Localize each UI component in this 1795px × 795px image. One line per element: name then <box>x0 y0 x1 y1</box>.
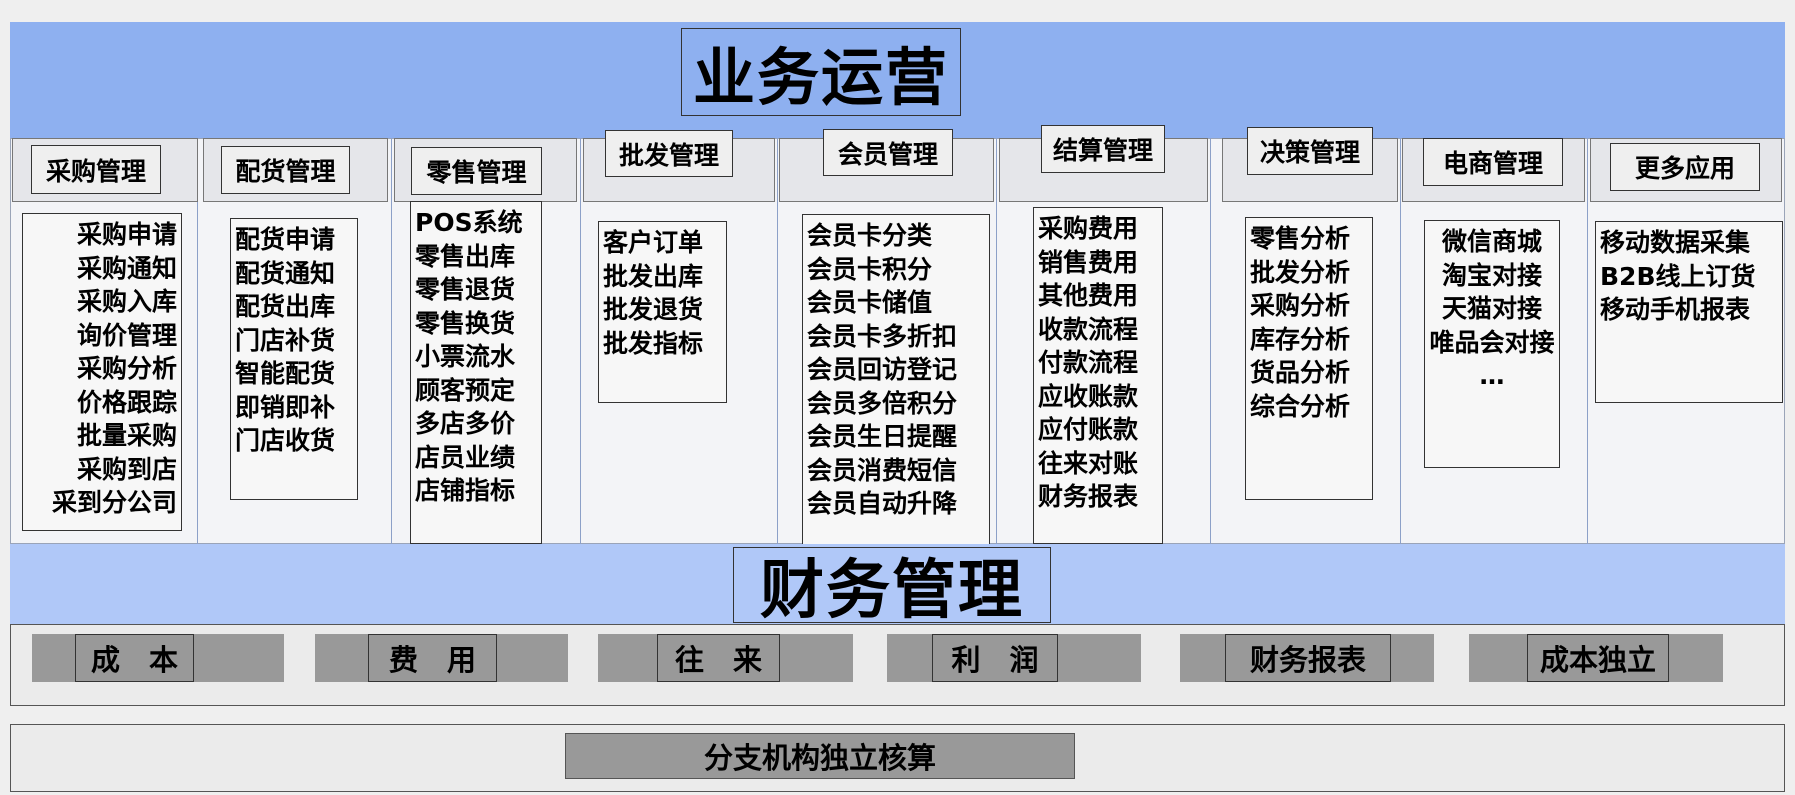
feature-item: 批量采购 <box>76 421 177 450</box>
column-divider <box>1400 138 1401 544</box>
feature-item: 采购到店 <box>76 454 177 484</box>
feature-item: 采购入库 <box>76 287 177 316</box>
column-divider <box>1587 138 1588 544</box>
module-title: 批发管理 <box>605 130 733 177</box>
feature-item: 往来对账 <box>1038 448 1139 478</box>
feature-item: 应收账款 <box>1038 381 1139 411</box>
feature-item: 零售分析 <box>1250 224 1351 253</box>
feature-item: 配货通知 <box>235 258 336 288</box>
business-ops-title: 业务运营 <box>681 28 961 116</box>
feature-item: 唯品会对接 <box>1429 327 1555 357</box>
feature-item: 配货出库 <box>235 292 336 321</box>
column-divider <box>1210 138 1211 544</box>
feature-item: 收款流程 <box>1038 314 1139 344</box>
feature-item: 天猫对接 <box>1441 294 1542 323</box>
module-title: 决策管理 <box>1247 127 1373 175</box>
finance-item-label: 财务报表 <box>1225 634 1391 682</box>
feature-item: 零售退货 <box>415 275 516 304</box>
column-divider <box>197 138 198 544</box>
finance-item-label: 费 用 <box>368 634 497 682</box>
feature-item: 批发分析 <box>1250 257 1351 287</box>
feature-item: 批发指标 <box>603 328 704 358</box>
feature-item: 即销即补 <box>235 392 336 422</box>
feature-item: 店铺指标 <box>415 476 516 505</box>
feature-item: 会员回访登记 <box>807 355 958 384</box>
module-title: 配货管理 <box>221 146 350 194</box>
module-feature-list: 微信商城淘宝对接天猫对接唯品会对接 … <box>1424 220 1560 468</box>
finance-item-label: 成本独立 <box>1527 634 1669 682</box>
feature-item: 采购申请 <box>76 220 177 249</box>
branch-accounting-label: 分支机构独立核算 <box>565 733 1075 779</box>
feature-item: 财务报表 <box>1038 482 1139 511</box>
module-title: 会员管理 <box>823 129 953 176</box>
feature-item: 会员生日提醒 <box>807 422 958 451</box>
feature-item: 门店补货 <box>235 325 336 355</box>
feature-item: 其他费用 <box>1038 281 1139 310</box>
feature-item: 采购费用 <box>1038 214 1139 243</box>
module-title: 采购管理 <box>31 145 161 194</box>
module-feature-list: 配货申请配货通知配货出库门店补货智能配货即销即补门店收货 <box>230 218 358 500</box>
feature-item: 询价管理 <box>76 320 177 350</box>
module-feature-list: 零售分析批发分析采购分析库存分析货品分析综合分析 <box>1245 217 1373 500</box>
feature-item: 微信商城 <box>1441 227 1542 256</box>
module-feature-list: 客户订单批发出库批发退货批发指标 <box>598 221 727 403</box>
feature-item: 批发出库 <box>603 261 704 291</box>
module-title: 结算管理 <box>1041 125 1165 173</box>
feature-item: 店员业绩 <box>415 442 516 472</box>
feature-item: 多店多价 <box>415 409 516 438</box>
module-feature-list: POS系统零售出库零售退货零售换货小票流水顾客预定多店多价店员业绩店铺指标 <box>410 201 542 544</box>
feature-item: 综合分析 <box>1250 391 1351 421</box>
module-feature-list: 会员卡分类会员卡积分会员卡储值会员卡多折扣会员回访登记会员多倍积分会员生日提醒会… <box>802 214 990 546</box>
finance-item-label: 利 润 <box>932 634 1058 682</box>
feature-item: 采购分析 <box>76 354 177 383</box>
feature-item: 付款流程 <box>1038 348 1139 377</box>
feature-item: 移动手机报表 <box>1600 295 1751 324</box>
feature-item: 会员卡多折扣 <box>807 321 958 351</box>
module-title: 更多应用 <box>1610 143 1760 191</box>
column-divider <box>391 138 392 544</box>
column-divider <box>580 138 581 544</box>
module-feature-list: 采购申请采购通知采购入库询价管理采购分析价格跟踪批量采购采购到店采到分公司 <box>22 213 182 531</box>
module-feature-list: 移动数据采集 B2B线上订货移动手机报表 <box>1595 221 1783 403</box>
feature-item: 顾客预定 <box>415 375 516 405</box>
feature-item: 货品分析 <box>1250 358 1351 387</box>
column-divider <box>996 138 997 544</box>
feature-item: 会员卡分类 <box>807 221 933 250</box>
feature-item: 淘宝对接 <box>1441 260 1542 290</box>
feature-item: POS系统 <box>415 208 523 237</box>
feature-item: 配货申请 <box>235 225 336 254</box>
module-feature-list: 采购费用销售费用其他费用收款流程付款流程应收账款应付账款往来对账财务报表 <box>1033 207 1163 544</box>
finance-title: 财务管理 <box>733 547 1051 628</box>
feature-item: 批发退货 <box>603 295 704 324</box>
finance-item-label: 成 本 <box>75 634 194 682</box>
feature-item: 应付账款 <box>1038 415 1139 444</box>
feature-item: 会员消费短信 <box>807 455 958 485</box>
feature-item: 采购分析 <box>1250 291 1351 320</box>
feature-item: … <box>1479 361 1505 390</box>
feature-item: 价格跟踪 <box>76 387 177 417</box>
feature-item: 零售换货 <box>415 308 516 338</box>
feature-item: 采到分公司 <box>51 488 177 517</box>
module-title: 零售管理 <box>411 147 542 195</box>
feature-item: B2B线上订货 <box>1600 261 1756 291</box>
finance-item-label: 往 来 <box>657 634 780 682</box>
column-divider <box>777 138 778 544</box>
feature-item: 销售费用 <box>1038 247 1139 277</box>
feature-item: 门店收货 <box>235 426 336 455</box>
feature-item: 库存分析 <box>1250 324 1351 354</box>
feature-item: 智能配货 <box>235 359 336 388</box>
feature-item: 小票流水 <box>415 342 516 371</box>
feature-item: 会员多倍积分 <box>807 388 958 418</box>
feature-item: 客户订单 <box>603 228 704 257</box>
feature-item: 采购通知 <box>76 253 177 283</box>
feature-item: 会员卡积分 <box>807 254 933 284</box>
feature-item: 会员卡储值 <box>807 288 933 317</box>
feature-item: 会员自动升降 <box>807 489 958 518</box>
feature-item: 移动数据采集 <box>1600 228 1751 257</box>
feature-item: 零售出库 <box>415 241 516 271</box>
module-title: 电商管理 <box>1423 138 1563 186</box>
